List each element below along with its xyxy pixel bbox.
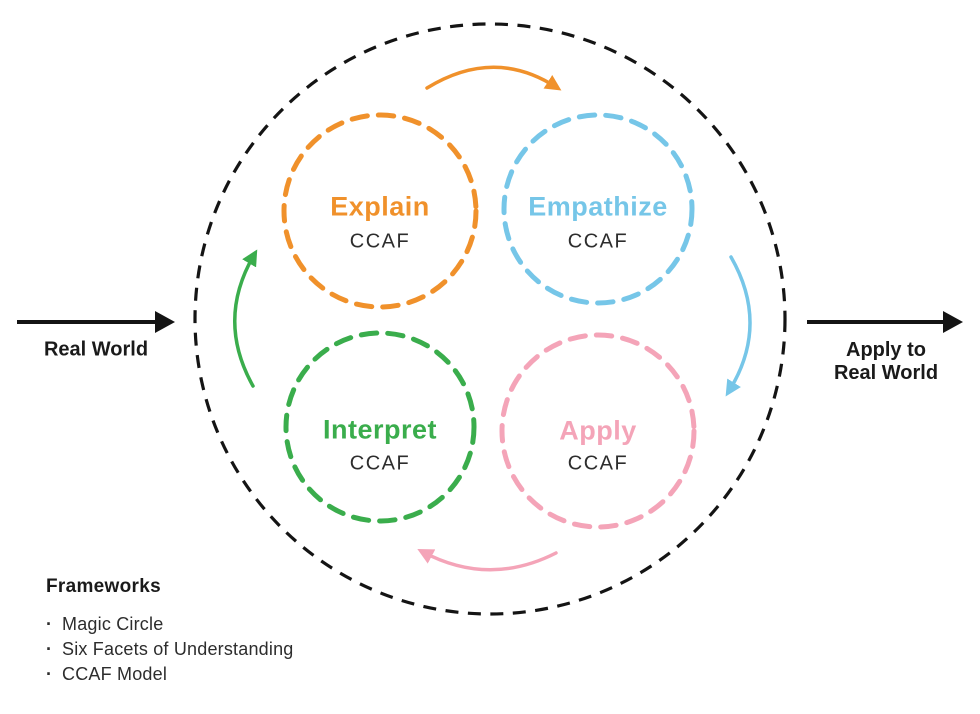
real-world-exit-arrow	[807, 311, 963, 333]
node-label-interpret: Interpret	[322, 414, 438, 445]
cycle-arrow-apply-to-interpret	[417, 548, 558, 572]
framework-item-magic-circle: Magic Circle	[46, 612, 294, 637]
cycle-arrow-empathize-to-apply	[725, 255, 752, 397]
frameworks-panel: Frameworks Magic Circle Six Facets of Un…	[46, 576, 294, 687]
cycle-arrow-explain-to-empathize	[425, 65, 562, 91]
outer-boundary-circle	[193, 22, 787, 616]
entry-arrowhead	[155, 311, 175, 333]
real-world-entry-arrow	[17, 311, 175, 333]
node-circle-interpret	[283, 330, 477, 524]
framework-item-six-facets: Six Facets of Understanding	[46, 637, 294, 662]
node-sublabel-explain: CCAF	[349, 230, 411, 253]
node-sublabel-apply: CCAF	[567, 452, 629, 475]
node-label-apply: Apply	[559, 415, 637, 446]
exit-arrowhead	[943, 311, 963, 333]
node-sublabel-interpret: CCAF	[349, 452, 411, 475]
node-label-explain: Explain	[330, 191, 430, 222]
node-sublabel-empathize: CCAF	[567, 230, 629, 253]
node-circle-empathize	[501, 112, 695, 306]
apply-to-real-world-label: Apply to Real World	[834, 339, 938, 385]
apply-to-real-world-line2: Real World	[833, 362, 939, 384]
cycle-arrow-interpret-to-explain	[233, 249, 258, 388]
node-circle-apply	[499, 332, 697, 530]
node-circle-explain	[281, 112, 479, 310]
apply-to-real-world-line1: Apply to	[846, 339, 926, 361]
frameworks-list: Magic Circle Six Facets of Understanding…	[46, 612, 294, 687]
frameworks-heading: Frameworks	[46, 576, 161, 597]
real-world-label: Real World	[43, 338, 149, 361]
node-label-empathize: Empathize	[528, 191, 668, 222]
framework-item-ccaf-model: CCAF Model	[46, 662, 294, 687]
